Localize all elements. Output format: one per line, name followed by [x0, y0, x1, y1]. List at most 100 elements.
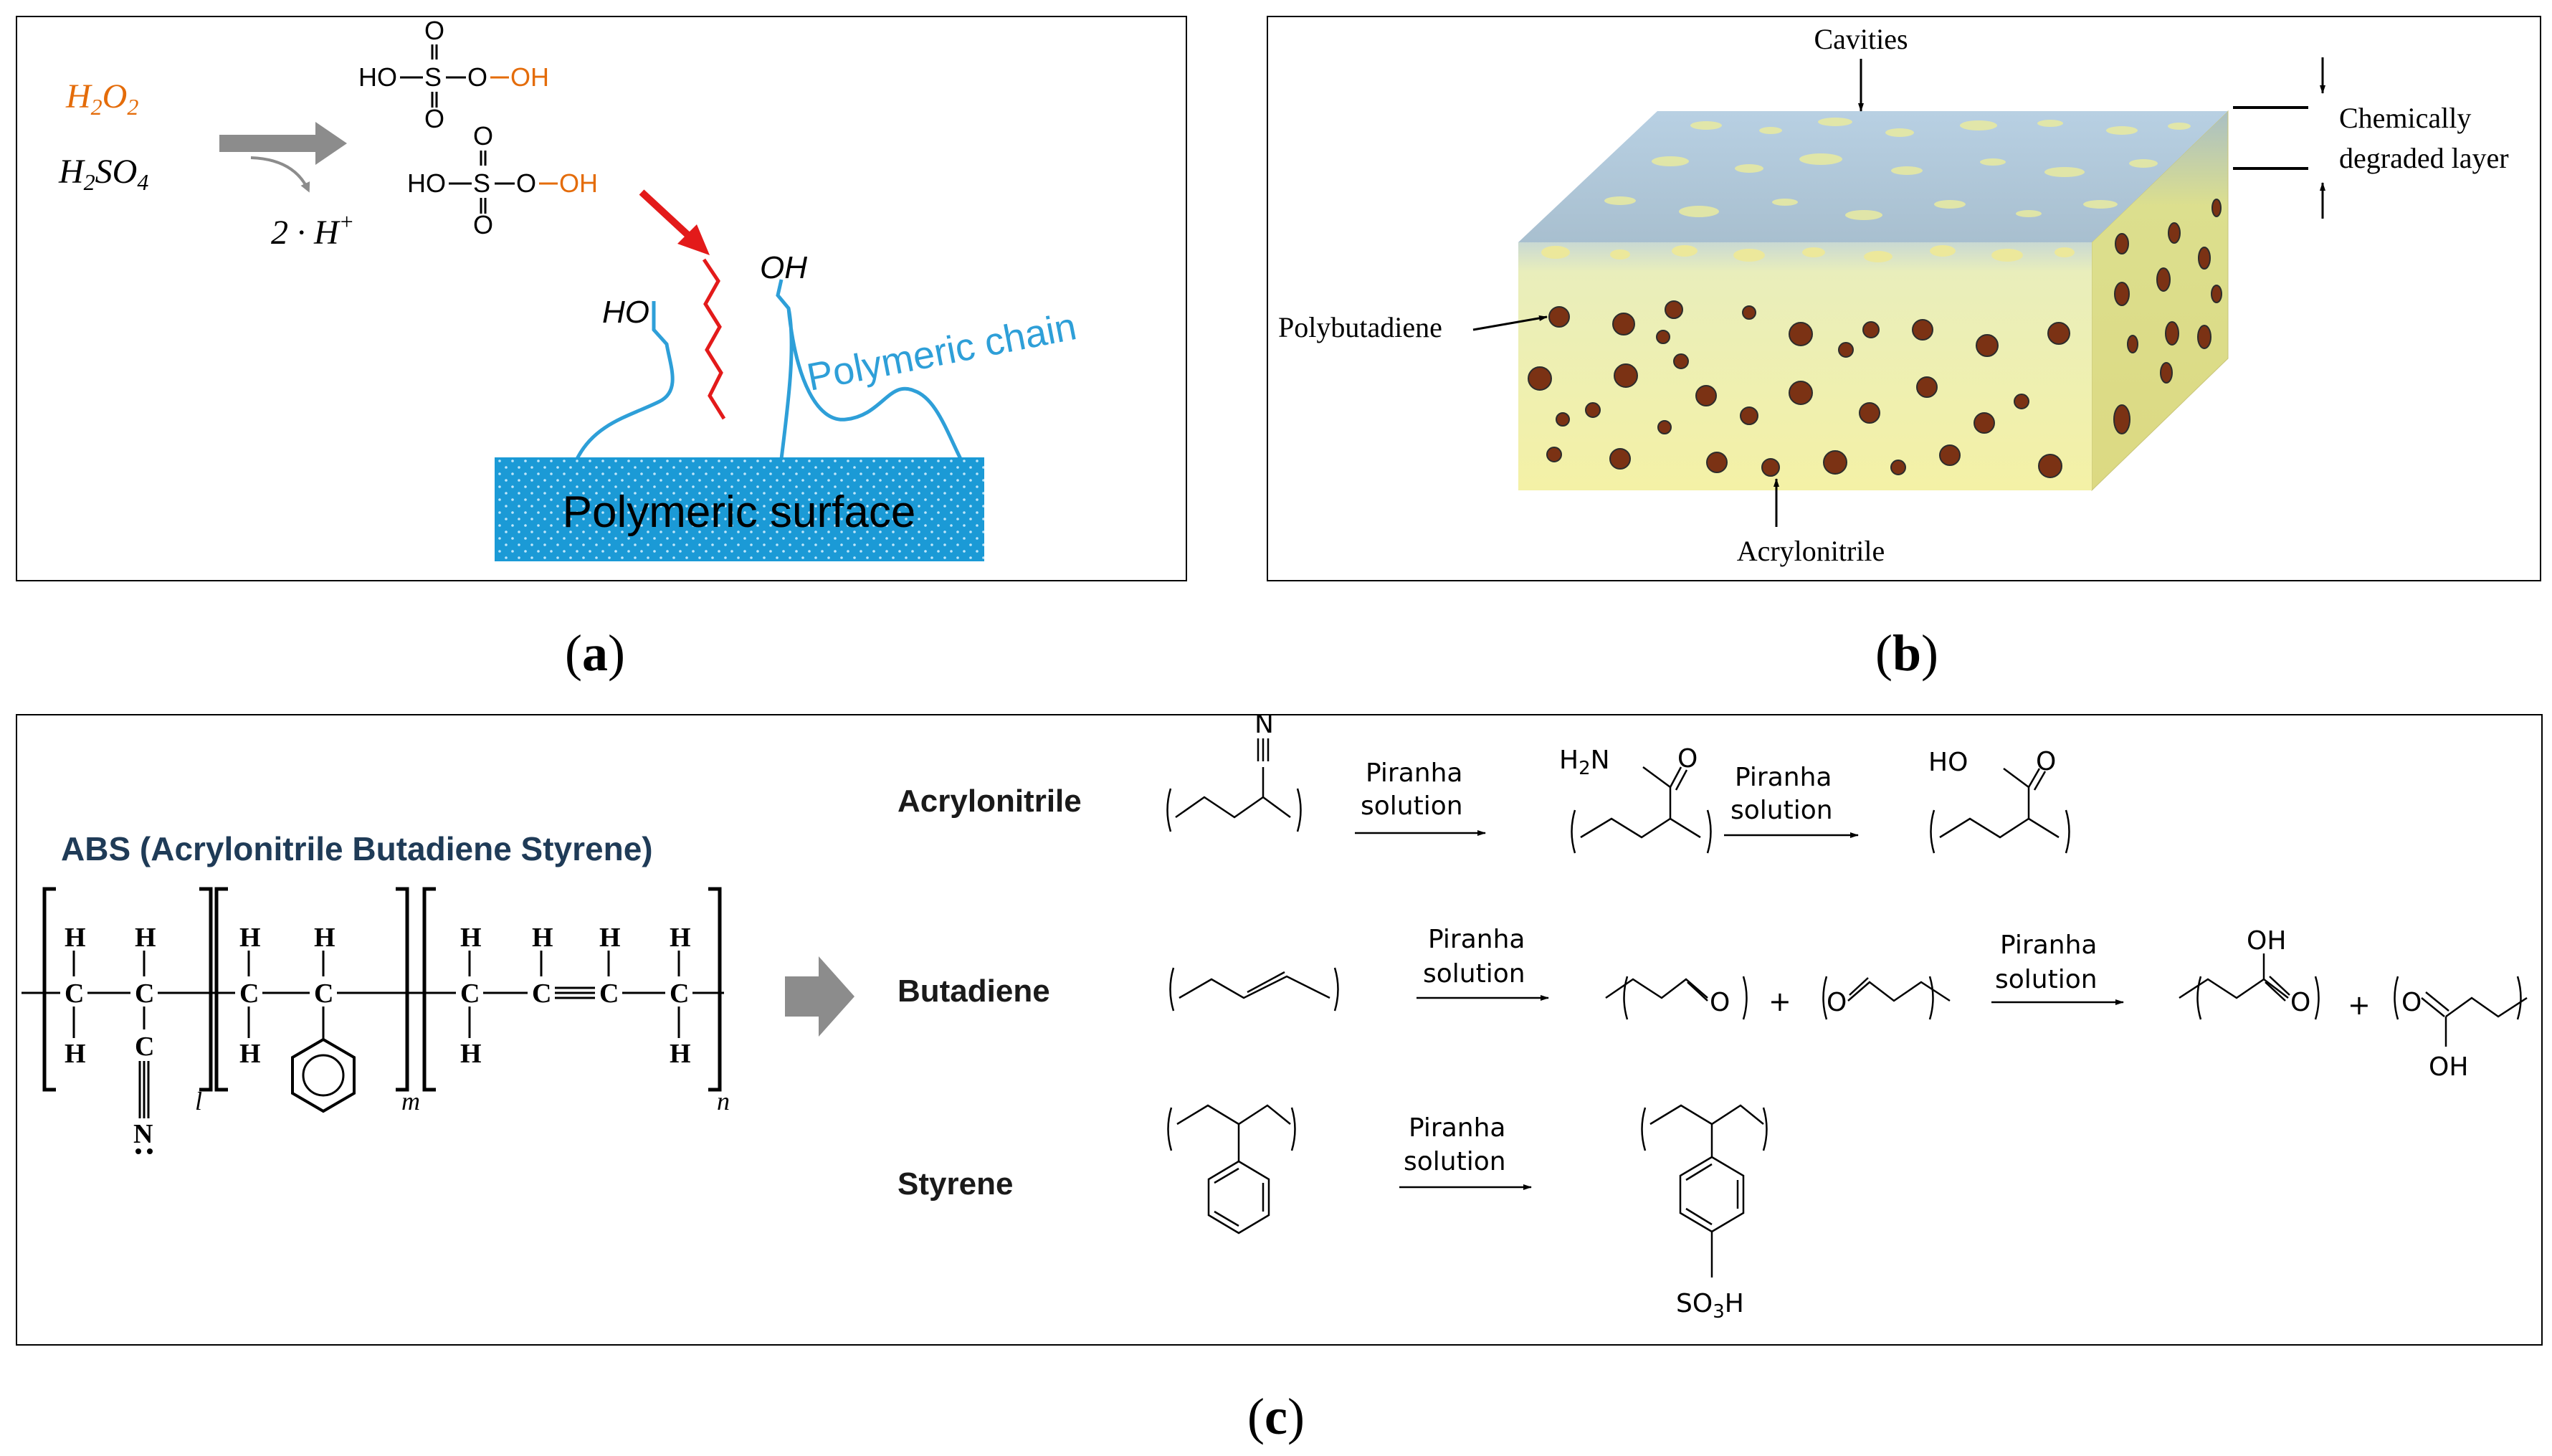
- carbon-3: C: [239, 979, 259, 1009]
- h-12: H: [670, 1039, 691, 1069]
- chemically-label: Chemically: [2339, 102, 2471, 134]
- h-3: H: [135, 923, 156, 953]
- polybutadiene-particles: [1528, 300, 2070, 478]
- plus-1: +: [1768, 986, 1791, 1017]
- subscript-l: l: [195, 1087, 202, 1115]
- attack-arrow-red: [639, 189, 692, 239]
- amide-h2n: H2N: [1559, 746, 1610, 779]
- oh-chain-label: OH: [760, 250, 807, 285]
- row-label-butadiene: Butadiene: [898, 974, 1050, 1009]
- acid-o-1: O: [2290, 988, 2310, 1017]
- subscript-m: m: [401, 1087, 420, 1115]
- block-front-face: [1518, 242, 2092, 490]
- so3h-label: SO3H: [1676, 1289, 1744, 1323]
- aldehyde-o-2: O: [1827, 988, 1847, 1017]
- reagent-3a: Piranha: [1428, 925, 1525, 954]
- oxygen-top: O: [424, 16, 444, 45]
- cleaved-chain-red: [702, 258, 726, 420]
- panel-c: ABS (Acrylonitrile Butadiene Styrene) C …: [16, 710, 2543, 1346]
- carbon-5: C: [460, 979, 480, 1009]
- h2so4-label: H2SO4: [58, 153, 148, 195]
- carbon-nitrile: C: [135, 1032, 154, 1062]
- carbon-7: C: [599, 979, 619, 1009]
- panel-c-frame: [16, 714, 2543, 1346]
- peroxysulfuric-acid-2: HO S O O O OH: [407, 121, 598, 239]
- attack-arrow-head: [677, 224, 710, 255]
- sulfur-label: S: [473, 168, 490, 198]
- reagent-4b: solution: [1995, 965, 2098, 994]
- h2o2-label: H2O2: [65, 77, 138, 120]
- abs-title: ABS (Acrylonitrile Butadiene Styrene): [61, 830, 653, 867]
- caption-c: (c): [1247, 1388, 1305, 1445]
- carbon-2: C: [135, 979, 154, 1009]
- polybutadiene-arrow: [1472, 315, 1548, 331]
- caption-a: (a): [565, 624, 625, 682]
- h-9: H: [532, 923, 553, 953]
- oxygen-top: O: [473, 121, 493, 151]
- h-6: H: [314, 923, 335, 953]
- carbon-8: C: [670, 979, 689, 1009]
- acid-o: O: [2036, 747, 2056, 776]
- row-label-acrylonitrile: Acrylonitrile: [898, 784, 1082, 819]
- oh-orange: OH: [559, 168, 598, 198]
- h-5: H: [239, 1039, 261, 1069]
- acid-oh-2: OH: [2429, 1052, 2468, 1082]
- reagent-2a: Piranha: [1735, 763, 1832, 792]
- reagent-1a: Piranha: [1366, 758, 1462, 788]
- polymer-chain-right: [776, 279, 963, 460]
- ho-chain-label: HO: [602, 295, 649, 330]
- h-11: H: [670, 923, 691, 953]
- ho-label: HO: [407, 168, 446, 198]
- reaction-arrow-gray: [219, 122, 347, 165]
- reagent-5b: solution: [1404, 1147, 1506, 1176]
- acid-o-2: O: [2401, 988, 2422, 1017]
- acrylonitrile-label: Acrylonitrile: [1737, 535, 1885, 567]
- peroxysulfuric-acid-1: HO S O O O OH: [358, 16, 549, 133]
- transformation-arrow: [785, 956, 854, 1037]
- nitrile-n: N: [1254, 710, 1274, 739]
- cavities-top: [1604, 118, 2191, 220]
- subscript-n: n: [717, 1087, 730, 1115]
- reagent-3b: solution: [1423, 959, 1525, 989]
- degraded-layer-label: degraded layer: [2339, 142, 2509, 174]
- amide-o: O: [1677, 744, 1698, 774]
- reagent-2b: solution: [1730, 796, 1833, 825]
- surface-dots: [495, 457, 984, 561]
- carbon-6: C: [532, 979, 551, 1009]
- h-2: H: [65, 1039, 86, 1069]
- carbon-1: C: [65, 979, 84, 1009]
- caption-b: (b): [1875, 624, 1938, 682]
- plus-2: +: [2348, 989, 2371, 1021]
- h-8: H: [460, 1039, 482, 1069]
- cavities-front: [1541, 245, 2075, 262]
- panel-a: H2O2 H2SO4 2 · H+ HO S O O O OH HO S O: [16, 16, 1187, 581]
- cavities-label: Cavities: [1814, 23, 1908, 55]
- reagent-4a: Piranha: [2000, 931, 2097, 960]
- h-1: H: [65, 923, 86, 953]
- reagent-5a: Piranha: [1409, 1113, 1505, 1143]
- polymer-chain-left: [575, 301, 675, 460]
- acid-oh-1: OH: [2247, 926, 2286, 956]
- oxygen-peroxy: O: [467, 62, 487, 92]
- h-7: H: [460, 923, 482, 953]
- oh-orange: OH: [510, 62, 549, 92]
- reagent-1b: solution: [1361, 791, 1463, 821]
- oxygen-bottom: O: [473, 210, 493, 239]
- h-4: H: [239, 923, 261, 953]
- nitrogen-atom: N: [133, 1119, 153, 1149]
- sulfur-label: S: [424, 62, 442, 92]
- polybutadiene-label: Polybutadiene: [1278, 311, 1442, 343]
- abs-structure: C C H H H C N C C H H H C C C C H H H H: [22, 887, 730, 1154]
- proton-release-arrow: [250, 156, 310, 193]
- oxygen-bottom: O: [424, 104, 444, 133]
- h-10: H: [599, 923, 621, 953]
- aldehyde-o-1: O: [1710, 988, 1730, 1017]
- row-label-styrene: Styrene: [898, 1166, 1013, 1202]
- carbon-4: C: [314, 979, 333, 1009]
- polymeric-surface-label: Polymeric surface: [563, 487, 916, 537]
- panel-b: Cavities Chemically degraded layer Polyb…: [1267, 16, 2541, 581]
- oxygen-peroxy: O: [516, 168, 536, 198]
- acid-ho: HO: [1928, 748, 1968, 777]
- ho-label: HO: [358, 62, 397, 92]
- reaction-schemes: N Piranha solution H2N O Piranha solutio…: [1166, 710, 2528, 1323]
